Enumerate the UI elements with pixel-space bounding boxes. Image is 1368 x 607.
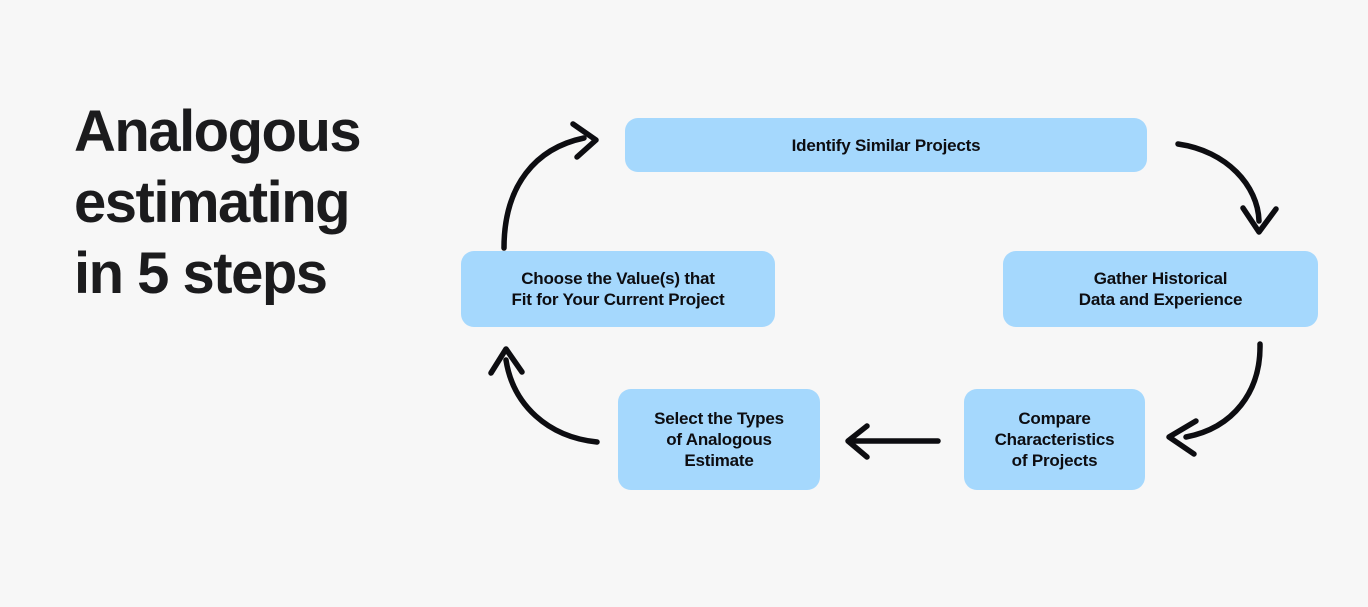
step-box-select-types-of-analogous-estimate[interactable]: Select the Types of Analogous Estimate [618,389,820,490]
page-title: Analogous estimating in 5 steps [74,99,362,306]
connector-step4-to-step5 [488,346,600,445]
step-box-gather-historical-data[interactable]: Gather Historical Data and Experience [1003,251,1318,327]
connector-step2-to-step3 [1166,341,1263,457]
step-box-compare-characteristics[interactable]: Compare Characteristics of Projects [964,389,1145,490]
step-box-choose-the-values[interactable]: Choose the Value(s) that Fit for Your Cu… [461,251,775,327]
step-label: Compare Characteristics of Projects [994,409,1115,470]
step-label: Choose the Value(s) that Fit for Your Cu… [511,269,725,309]
connector-step1-to-step2 [1175,141,1279,235]
connector-step5-to-step1 [501,121,599,251]
step-label: Identify Similar Projects [791,135,981,155]
step-box-identify-similar-projects[interactable]: Identify Similar Projects [625,118,1147,172]
step-label: Select the Types of Analogous Estimate [654,409,784,470]
connector-step3-to-step4 [845,423,941,460]
step-label: Gather Historical Data and Experience [1078,269,1243,309]
